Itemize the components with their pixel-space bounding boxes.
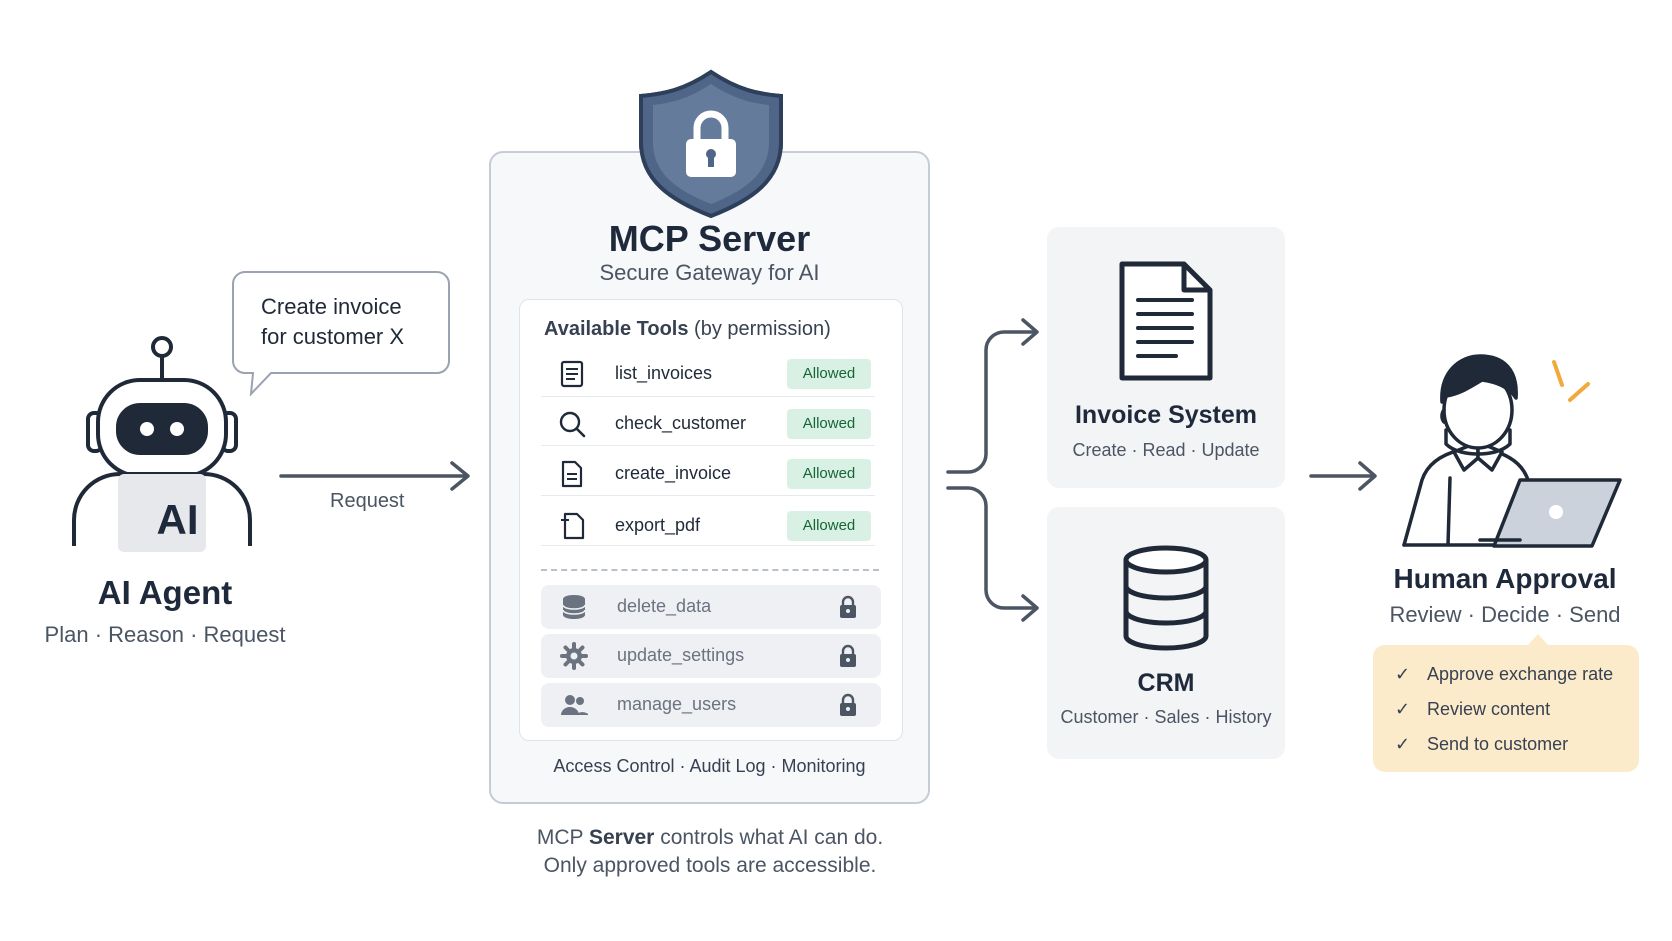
allowed-badge: Allowed: [787, 359, 871, 389]
locked-tool-row: delete_data: [541, 585, 881, 629]
locked-tool-row: manage_users: [541, 683, 881, 727]
request-label: Request: [330, 490, 405, 512]
caption-pre: MCP: [536, 826, 589, 849]
caption-line-1: MCP Server controls what AI can do.: [480, 824, 940, 852]
crm-title: CRM: [1137, 669, 1195, 697]
document-lines-icon: [561, 460, 583, 488]
bubble-line-1: Create invoice: [261, 294, 402, 319]
attention-marks: [1552, 360, 1590, 402]
speech-bubble-text: Create invoice for customer X: [261, 292, 404, 352]
tool-row-divider: [541, 447, 875, 496]
invoice-system-subtitle: Create · Read · Update: [1072, 440, 1260, 460]
agent-subtitle: Plan · Reason · Request: [44, 622, 286, 647]
checklist-item: ✓ Send to customer: [1395, 734, 1568, 755]
lock-icon: [840, 644, 856, 667]
tool-name: delete_data: [617, 596, 712, 616]
locked-divider: [541, 569, 879, 571]
tools-heading: Available Tools (by permission): [544, 318, 831, 341]
tool-name: update_settings: [617, 645, 745, 665]
tool-row-divider: [541, 397, 875, 446]
invoice-system-title: Invoice System: [1074, 401, 1258, 429]
approval-arrow: [1309, 461, 1377, 491]
invoice-document-icon: [1119, 261, 1213, 381]
checkmark-icon: ✓: [1395, 734, 1411, 754]
allowed-badge: Allowed: [787, 459, 871, 489]
caption: MCP Server controls what AI can do. Only…: [480, 824, 940, 880]
tool-name: manage_users: [617, 694, 737, 714]
database-icon: [1123, 545, 1209, 651]
checklist-text: Review content: [1427, 699, 1551, 719]
approval-checklist-box: [1373, 645, 1639, 772]
human-approval-subtitle: Review · Decide · Send: [1389, 602, 1621, 627]
tool-row[interactable]: export_pdf Allowed: [541, 502, 877, 550]
lock-icon: [840, 693, 856, 716]
tool-row-list-invoices[interactable]: [541, 348, 875, 397]
robot-icon: [72, 336, 252, 552]
checklist-item: ✓ Approve exchange rate: [1395, 664, 1613, 685]
crm-subtitle: Customer · Sales · History: [1060, 707, 1272, 727]
tools-heading-rest: (by permission): [688, 318, 831, 340]
tool-row[interactable]: check_customer Allowed: [541, 400, 877, 448]
tool-row[interactable]: create_invoice Allowed: [541, 450, 877, 498]
lock-icon: [840, 595, 856, 618]
tool-row-divider: [541, 497, 875, 546]
checklist-item: ✓ Review content: [1395, 699, 1550, 720]
database-icon: [562, 595, 586, 619]
locked-tool-row: update_settings: [541, 634, 881, 678]
checklist-text: Approve exchange rate: [1427, 664, 1614, 684]
tool-name: check_customer: [615, 413, 747, 433]
tool-row[interactable]: list_invoices Allowed: [541, 350, 877, 398]
caption-line-2: Only approved tools are accessible.: [543, 854, 877, 877]
mcp-title: MCP Server: [608, 218, 811, 259]
person-laptop-icon: [1402, 354, 1622, 548]
document-list-icon: [560, 360, 584, 388]
request-arrow: [279, 461, 470, 491]
gear-icon: [560, 642, 588, 670]
speech-bubble: [232, 271, 450, 397]
ai-badge: AI: [156, 496, 199, 543]
checkmark-icon: ✓: [1395, 664, 1411, 684]
allowed-badge: Allowed: [787, 409, 871, 439]
bubble-line-2: for customer X: [261, 324, 405, 349]
caption-post: controls what AI can do.: [654, 826, 884, 849]
tool-name: create_invoice: [615, 463, 732, 483]
checkmark-icon: ✓: [1395, 699, 1411, 719]
human-approval-title: Human Approval: [1393, 563, 1617, 594]
approval-pointer: [1528, 634, 1548, 645]
tools-heading-bold: Available Tools: [544, 318, 689, 340]
magnifier-icon: [559, 411, 586, 438]
shield-icon: [639, 69, 783, 219]
pdf-export-icon: [561, 512, 585, 540]
allowed-badge: Allowed: [787, 511, 871, 541]
tool-name: list_invoices: [615, 363, 713, 383]
agent-title: AI Agent: [97, 574, 233, 611]
mcp-subtitle: Secure Gateway for AI: [599, 260, 820, 285]
users-icon: [561, 695, 588, 715]
branch-arrows: [946, 318, 1039, 622]
tool-name: export_pdf: [615, 515, 701, 535]
caption-bold: Server: [588, 826, 655, 849]
mcp-footer: Access Control · Audit Log · Monitoring: [553, 756, 866, 776]
checklist-text: Send to customer: [1427, 734, 1569, 754]
